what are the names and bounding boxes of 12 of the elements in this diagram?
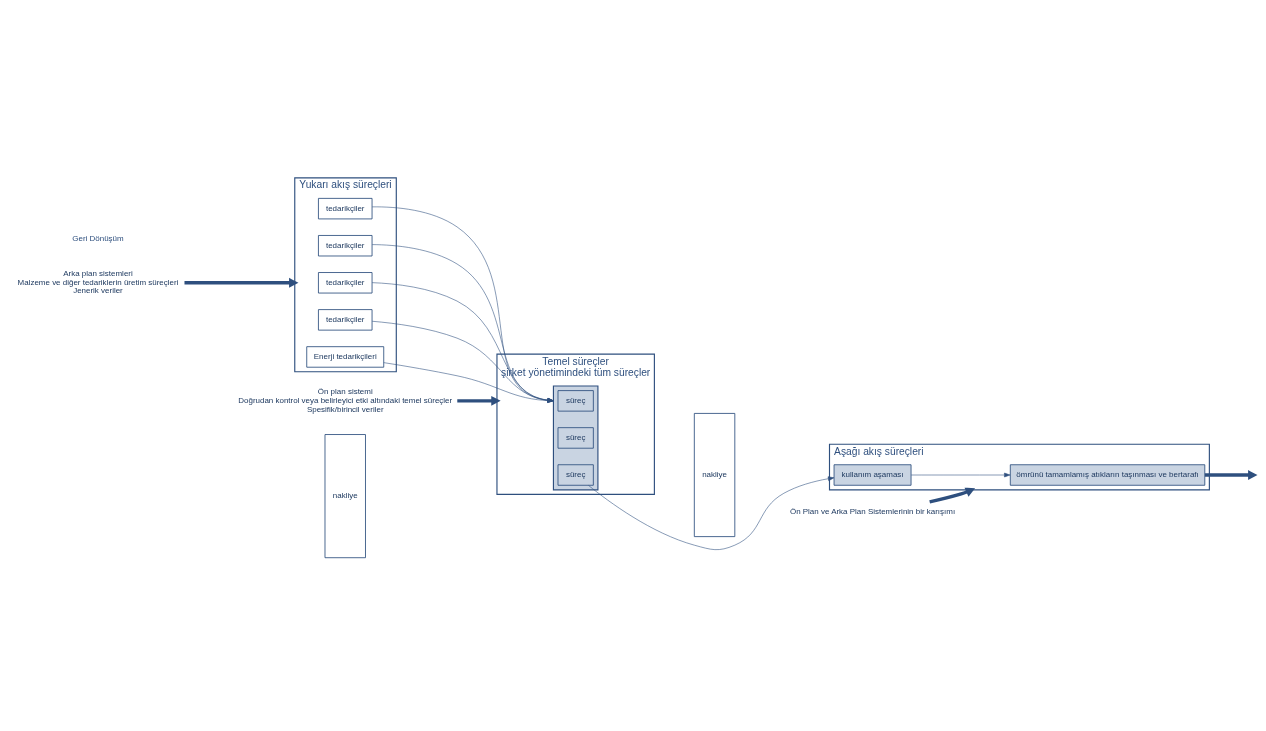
arrow [929, 487, 976, 504]
arrow [371, 206, 554, 403]
arrow [371, 244, 554, 403]
arrow [383, 362, 554, 403]
arrow [1204, 470, 1258, 480]
arrow [588, 476, 835, 550]
cluster [552, 385, 599, 491]
arrow [457, 395, 501, 406]
arrow [371, 320, 554, 403]
arrow [910, 472, 1011, 478]
arrow [371, 282, 554, 403]
arrow [184, 277, 299, 288]
